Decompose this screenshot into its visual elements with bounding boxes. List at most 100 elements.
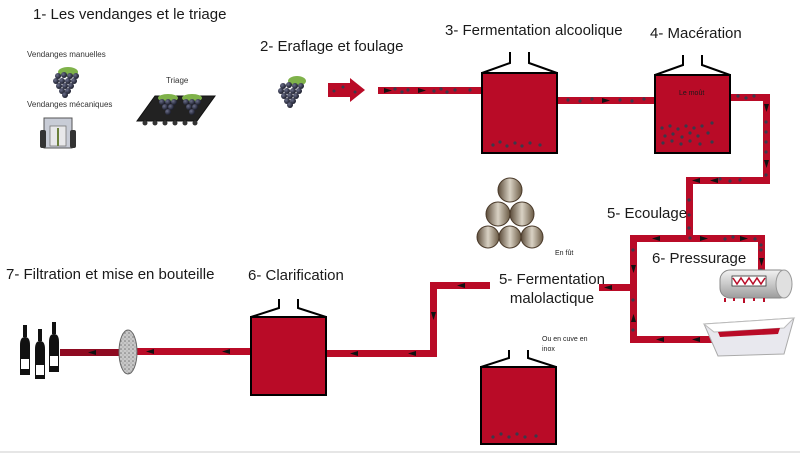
- grape: [165, 109, 171, 115]
- bubble: [710, 121, 714, 125]
- bubble: [764, 120, 768, 124]
- grape: [281, 93, 287, 99]
- clarification-title: 6- Clarification: [248, 267, 344, 284]
- grape: [55, 73, 61, 79]
- harvester-machine-icon: [40, 117, 76, 149]
- grape: [290, 88, 296, 94]
- mechanical-harvest-label: Vendanges mécaniques: [27, 100, 113, 109]
- bubble: [491, 143, 495, 147]
- bubble: [759, 248, 763, 252]
- grape: [183, 99, 189, 105]
- inox-tank-icon: [480, 350, 557, 445]
- harvest-title: 1- Les vendanges et le triage: [33, 6, 227, 23]
- bubble: [491, 435, 495, 439]
- bubble: [688, 131, 692, 135]
- bubble: [696, 134, 700, 138]
- malolactic-title-line1: 5- Fermentation: [499, 271, 605, 288]
- grape: [56, 83, 62, 89]
- bottling-title: 7- Filtration et mise en bouteille: [6, 266, 215, 283]
- flow-arrows: [88, 88, 769, 356]
- pipe-clarification-to-filter: [130, 348, 251, 355]
- bubble: [764, 173, 768, 177]
- grape: [195, 99, 201, 105]
- running-off-title: 5- Ecoulage: [607, 205, 688, 222]
- maceration-tank-icon: [654, 55, 731, 154]
- bubble: [393, 87, 397, 91]
- footer-strip: [0, 451, 800, 453]
- bubble: [700, 124, 704, 128]
- bubble: [631, 248, 635, 252]
- bubble: [445, 90, 449, 94]
- bubble: [520, 144, 524, 148]
- grape: [186, 104, 192, 110]
- bubble: [630, 99, 634, 103]
- bubble: [728, 179, 732, 183]
- bubble: [764, 140, 768, 144]
- bubble: [759, 243, 763, 247]
- bubble: [499, 432, 503, 436]
- grape-bunch-icon: [53, 67, 79, 98]
- grape: [192, 104, 198, 110]
- bubble: [752, 94, 756, 98]
- bubble: [507, 435, 511, 439]
- bubble: [439, 87, 443, 91]
- grape: [292, 83, 298, 89]
- bubble: [753, 237, 757, 241]
- tank-bubbles: [491, 121, 714, 439]
- grape: [293, 93, 299, 99]
- pipe-pressing-loop: [599, 235, 765, 343]
- bubble: [710, 140, 714, 144]
- bubble: [590, 97, 594, 101]
- grape: [62, 83, 68, 89]
- grape: [62, 92, 68, 98]
- bubble: [453, 88, 457, 92]
- bubble: [660, 126, 664, 130]
- pipe-destem-to-fermentation: [378, 87, 482, 94]
- grape: [171, 99, 177, 105]
- bubble: [670, 139, 674, 143]
- bubble: [631, 298, 635, 302]
- bubble: [618, 98, 622, 102]
- bubble: [706, 131, 710, 135]
- grape: [68, 83, 74, 89]
- maceration-title: 4- Macération: [650, 25, 742, 42]
- grape: [189, 99, 195, 105]
- bubble: [738, 178, 742, 182]
- bubble: [684, 124, 688, 128]
- pipe-bubbles: [393, 87, 768, 332]
- barrel-stack-icon: [476, 177, 544, 249]
- bubble: [566, 98, 570, 102]
- barrel-label: En fût: [555, 250, 574, 257]
- bubble: [505, 144, 509, 148]
- sorting-table-icon: [136, 94, 216, 126]
- grape: [298, 83, 304, 89]
- arrow-right-icon: [328, 78, 365, 102]
- must-label: Le moût: [679, 90, 705, 97]
- bubble: [578, 99, 582, 103]
- bubble: [538, 143, 542, 147]
- bubble: [668, 124, 672, 128]
- inox-label-line1: Ou en cuve en: [542, 336, 588, 343]
- bubble: [687, 198, 691, 202]
- bubble: [468, 88, 472, 92]
- grape: [67, 73, 73, 79]
- grape: [168, 104, 174, 110]
- bubble: [688, 139, 692, 143]
- grape-bunch-icon: [278, 76, 306, 108]
- clarification-tank-icon: [250, 299, 327, 396]
- pipe-maceration-to-ecoulage: [686, 94, 770, 241]
- manual-harvest-label: Vendanges manuelles: [27, 50, 106, 59]
- grape: [286, 82, 292, 88]
- bubble: [432, 89, 436, 93]
- bubble: [736, 94, 740, 98]
- grape: [280, 83, 286, 89]
- bubble: [698, 142, 702, 146]
- inox-label-line2: inox: [542, 346, 555, 353]
- press-tray-icon: [702, 317, 796, 357]
- grape: [73, 73, 79, 79]
- grape: [278, 88, 284, 94]
- bubble: [631, 328, 635, 332]
- pressing-title: 6- Pressurage: [652, 250, 747, 267]
- filter-disc-icon: [118, 329, 138, 375]
- bubble: [513, 141, 517, 145]
